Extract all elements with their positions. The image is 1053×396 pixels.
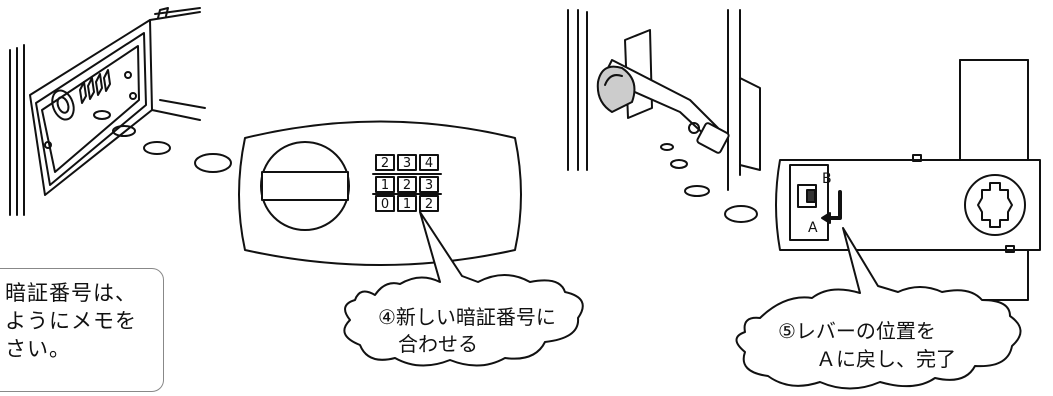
callout-cloud-step4 <box>343 211 584 367</box>
keypad-digit: 0 <box>381 197 389 212</box>
lever-label-a: A <box>808 220 818 236</box>
keypad-key <box>397 195 417 212</box>
keypad-digit: 1 <box>403 197 411 212</box>
keypad-key <box>397 154 417 171</box>
latch-illustration <box>567 9 761 191</box>
memo-note-box: 暗証番号は、 ようにメモを さい。 <box>0 268 164 392</box>
keypad-digit: 4 <box>425 156 433 171</box>
lever-box <box>775 59 1041 301</box>
callout-step4-line2: 合わせる <box>398 332 478 356</box>
keypad-digit: 3 <box>403 156 411 171</box>
keypad-digit: 2 <box>403 178 411 193</box>
memo-note-line-1: 暗証番号は、 <box>5 281 137 305</box>
keypad-digits: 2 3 4 1 2 3 0 1 2 <box>381 156 433 212</box>
keypad-key <box>375 176 395 193</box>
keypad-digit: 2 <box>425 197 433 212</box>
keypad-key <box>419 176 439 193</box>
memo-note-line-2: ようにメモを <box>5 309 137 333</box>
callout-cloud-step5 <box>735 227 1022 390</box>
lever-label-b: B <box>822 171 832 187</box>
keypad-panel <box>238 120 522 266</box>
keypad-digit: 2 <box>381 156 389 171</box>
safe-door-illustration <box>9 7 206 216</box>
callout-step5-line1: ⑤レバーの位置を <box>778 319 936 343</box>
callout-step5-line2: Ａに戻し、完了 <box>816 347 956 371</box>
callout-step4-line1: ④新しい暗証番号に <box>378 305 556 329</box>
keypad-key <box>397 176 417 193</box>
callout-trail-left <box>93 110 232 173</box>
keypad-digit: 3 <box>425 178 433 193</box>
keypad-key <box>375 195 395 212</box>
keypad-digit: 1 <box>381 178 389 193</box>
keypad-key <box>419 195 439 212</box>
keypad-key <box>419 154 439 171</box>
keypad-key <box>375 154 395 171</box>
memo-note-line-3: さい。 <box>5 337 71 361</box>
callout-trail-right <box>660 143 758 223</box>
